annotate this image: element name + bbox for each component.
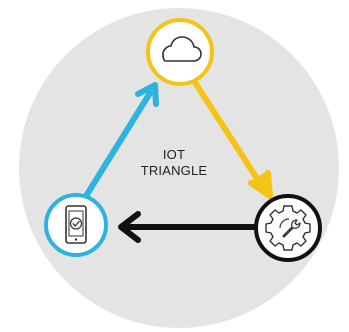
device-node xyxy=(44,193,108,257)
gear-wrench-icon xyxy=(265,205,311,251)
arrow-cloud-to-gear xyxy=(193,81,273,199)
diagram-title: IOT TRIANGLE xyxy=(134,147,214,179)
cloud-icon xyxy=(162,36,202,62)
arrow-device-to-cloud xyxy=(83,82,159,199)
tablet-check-icon xyxy=(65,205,87,244)
gear-node xyxy=(254,194,322,262)
arrow-gear-to-device xyxy=(118,211,257,243)
background-circle xyxy=(19,8,339,328)
diagram-title-line-1: IOT xyxy=(162,147,186,162)
cloud-node xyxy=(146,18,214,86)
diagram-title-line-2: TRIANGLE xyxy=(140,163,208,178)
